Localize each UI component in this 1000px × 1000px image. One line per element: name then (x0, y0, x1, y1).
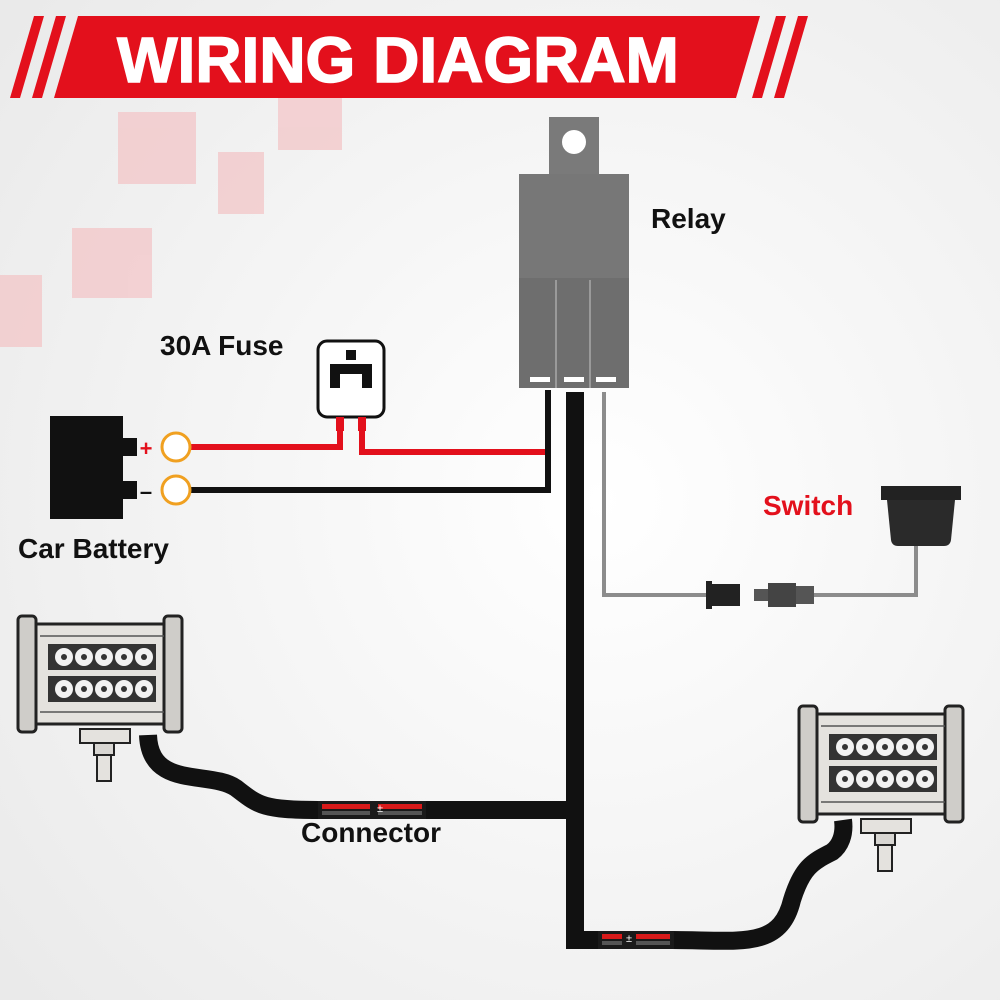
car-battery: + – (50, 416, 192, 519)
switch-plug (706, 581, 814, 609)
switch-label: Switch (763, 490, 853, 521)
connector-left-mark: ± (377, 803, 383, 815)
page-title: WIRING DIAGRAM (117, 24, 679, 96)
relay (519, 117, 629, 388)
connector-bottom: ± (598, 931, 674, 949)
battery-label: Car Battery (18, 533, 169, 564)
right-light-cable (671, 818, 853, 950)
wires (139, 390, 918, 950)
plus-sign: + (140, 436, 153, 461)
minus-sign: – (140, 479, 152, 504)
switch-gray-wire (602, 392, 712, 597)
positive-terminal (160, 431, 192, 463)
battery-negative-wire (189, 452, 551, 493)
relay-label: Relay (651, 203, 726, 234)
left-light-cable (139, 734, 319, 819)
rocker-switch (881, 486, 961, 546)
banner-bar (54, 16, 760, 98)
decorative-squares (0, 88, 342, 347)
negative-terminal (160, 474, 192, 506)
connector-bottom-mark: ± (626, 933, 632, 945)
light-bar-left (16, 614, 184, 782)
connector-label: Connector (301, 817, 441, 848)
fuse-label: 30A Fuse (160, 330, 283, 361)
fuse (316, 339, 386, 431)
title-banner: WIRING DIAGRAM (10, 16, 808, 98)
main-harness-wire (566, 392, 600, 949)
connector-left: ± (318, 801, 426, 819)
switch-return-wire (812, 545, 918, 597)
